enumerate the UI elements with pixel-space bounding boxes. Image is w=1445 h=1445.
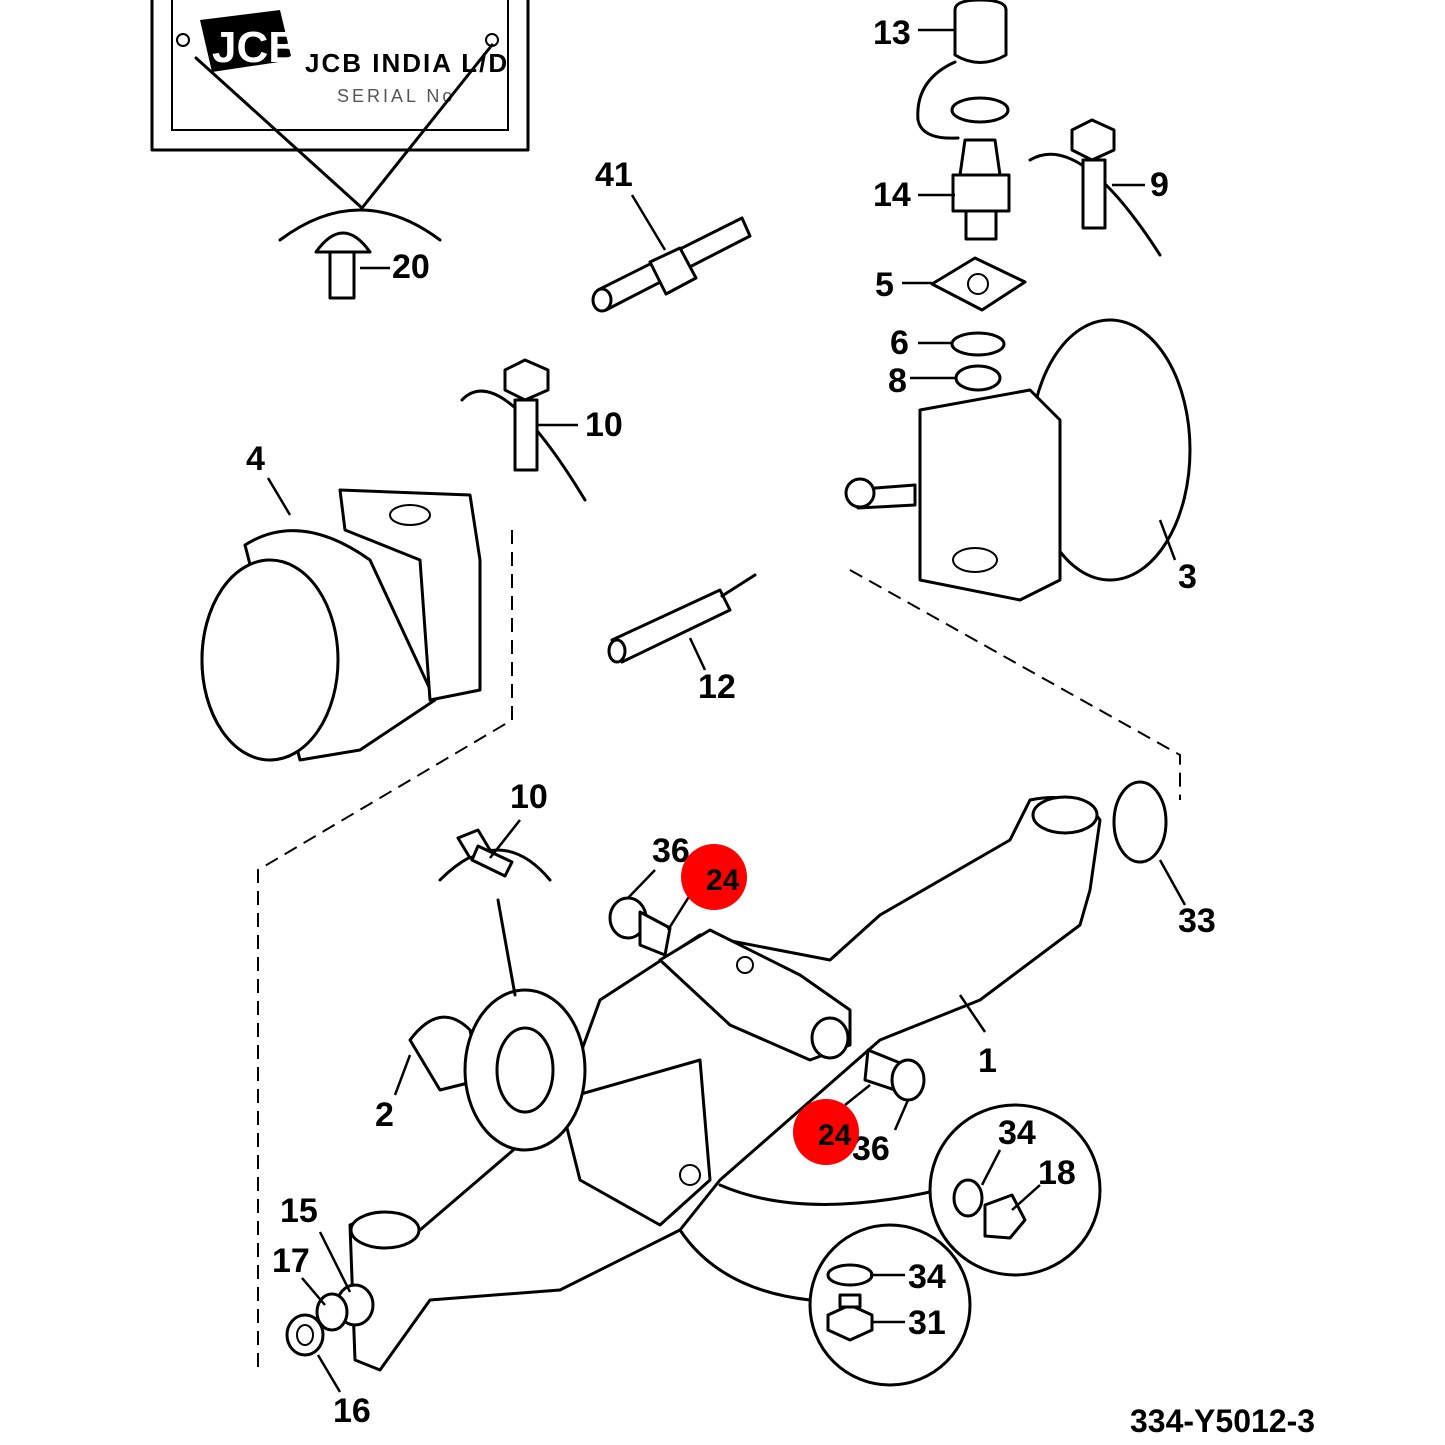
pin-part-41 — [591, 216, 752, 313]
bearing-part-8 — [954, 364, 1002, 392]
callout-8: 8 — [888, 362, 907, 400]
highlight-marker-24-upper[interactable]: 24 — [681, 844, 747, 910]
seal-ring — [950, 96, 1010, 124]
grease-cap-part-13 — [916, 0, 1008, 140]
bushing-set-lower — [863, 1048, 926, 1102]
grease-nipple-part-14 — [951, 138, 1011, 241]
callout-34-lower: 34 — [908, 1258, 946, 1296]
callout-20: 20 — [392, 248, 430, 286]
callout-10-lower: 10 — [510, 778, 548, 816]
hub-part-4 — [200, 488, 482, 762]
rivet-part-20 — [278, 208, 442, 300]
highlight-label: 24 — [706, 864, 740, 897]
highlight-label: 24 — [818, 1119, 852, 1152]
flange-plate-part-5 — [930, 256, 1027, 312]
callout-3: 3 — [1178, 558, 1197, 596]
callout-15: 15 — [280, 1192, 318, 1230]
plate-title: JCB INDIA L/D — [305, 48, 509, 78]
callout-18: 18 — [1038, 1154, 1076, 1192]
highlight-dot — [793, 1099, 859, 1165]
highlight-dot — [681, 844, 747, 910]
callout-34-upper: 34 — [998, 1114, 1036, 1152]
bushing-set-upper — [608, 896, 672, 957]
detail-circle-plug — [678, 1223, 972, 1387]
differential-part-2 — [408, 988, 587, 1152]
jcb-logo: JCB — [200, 10, 300, 72]
callout-6: 6 — [890, 324, 909, 362]
svg-text:JCB: JCB — [212, 23, 300, 72]
drawing-reference: 334-Y5012-3 — [1130, 1403, 1315, 1439]
assembly-dashed-lines — [257, 530, 1181, 1368]
callout-36-upper: 36 — [652, 832, 690, 870]
callout-41: 41 — [595, 156, 633, 194]
callout-16: 16 — [333, 1392, 371, 1430]
pin-part-12 — [607, 573, 757, 664]
bolt-part-9 — [1028, 118, 1162, 257]
hub-part-3 — [844, 318, 1192, 602]
bolt-part-10-lower — [438, 828, 552, 997]
callout-10-upper: 10 — [585, 406, 623, 444]
serial-plate: JCB JCB INDIA L/D SERIAL No — [150, 0, 530, 210]
callout-5: 5 — [875, 266, 894, 304]
callout-4: 4 — [246, 440, 265, 478]
callout-12: 12 — [698, 668, 736, 706]
callout-2: 2 — [375, 1096, 394, 1134]
o-ring-part-33 — [1112, 780, 1168, 864]
washer-part-6 — [950, 331, 1006, 357]
axle-beam-part-1 — [348, 795, 1102, 1372]
callout-17: 17 — [272, 1242, 310, 1280]
callout-labels: 3 4 5 6 8 9 10 10 12 13 14 15 16 17 18 2… — [246, 14, 1216, 1430]
callout-14: 14 — [873, 176, 911, 214]
leader-lines — [266, 28, 1187, 1393]
callout-33: 33 — [1178, 902, 1216, 940]
highlight-marker-24-lower[interactable]: 24 — [793, 1099, 859, 1165]
plate-serial: SERIAL No — [337, 86, 455, 106]
bolt-part-10-upper — [460, 358, 587, 502]
callout-31: 31 — [908, 1304, 946, 1342]
callout-13: 13 — [873, 14, 911, 52]
callout-1: 1 — [978, 1042, 997, 1080]
callout-9: 9 — [1150, 166, 1169, 204]
